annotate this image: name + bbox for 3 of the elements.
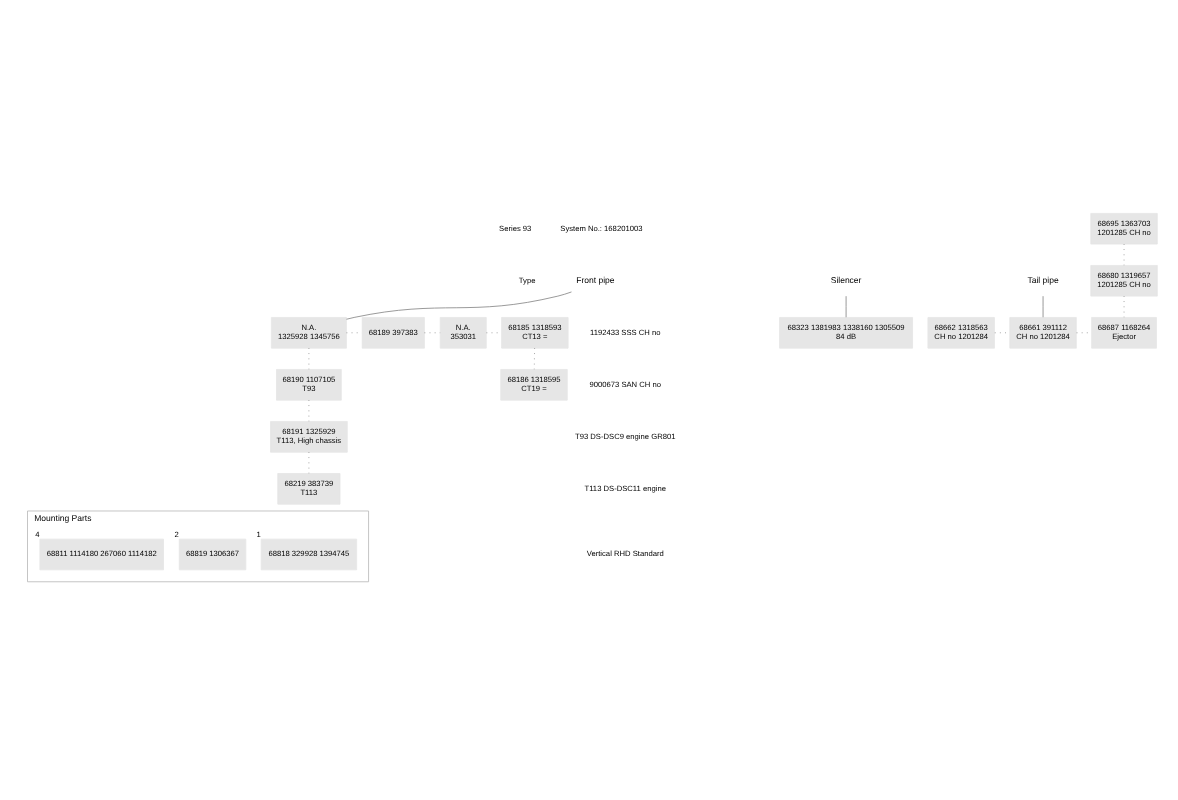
connector: [346, 290, 572, 319]
connector: [1042, 294, 1044, 317]
connector: [845, 294, 847, 317]
